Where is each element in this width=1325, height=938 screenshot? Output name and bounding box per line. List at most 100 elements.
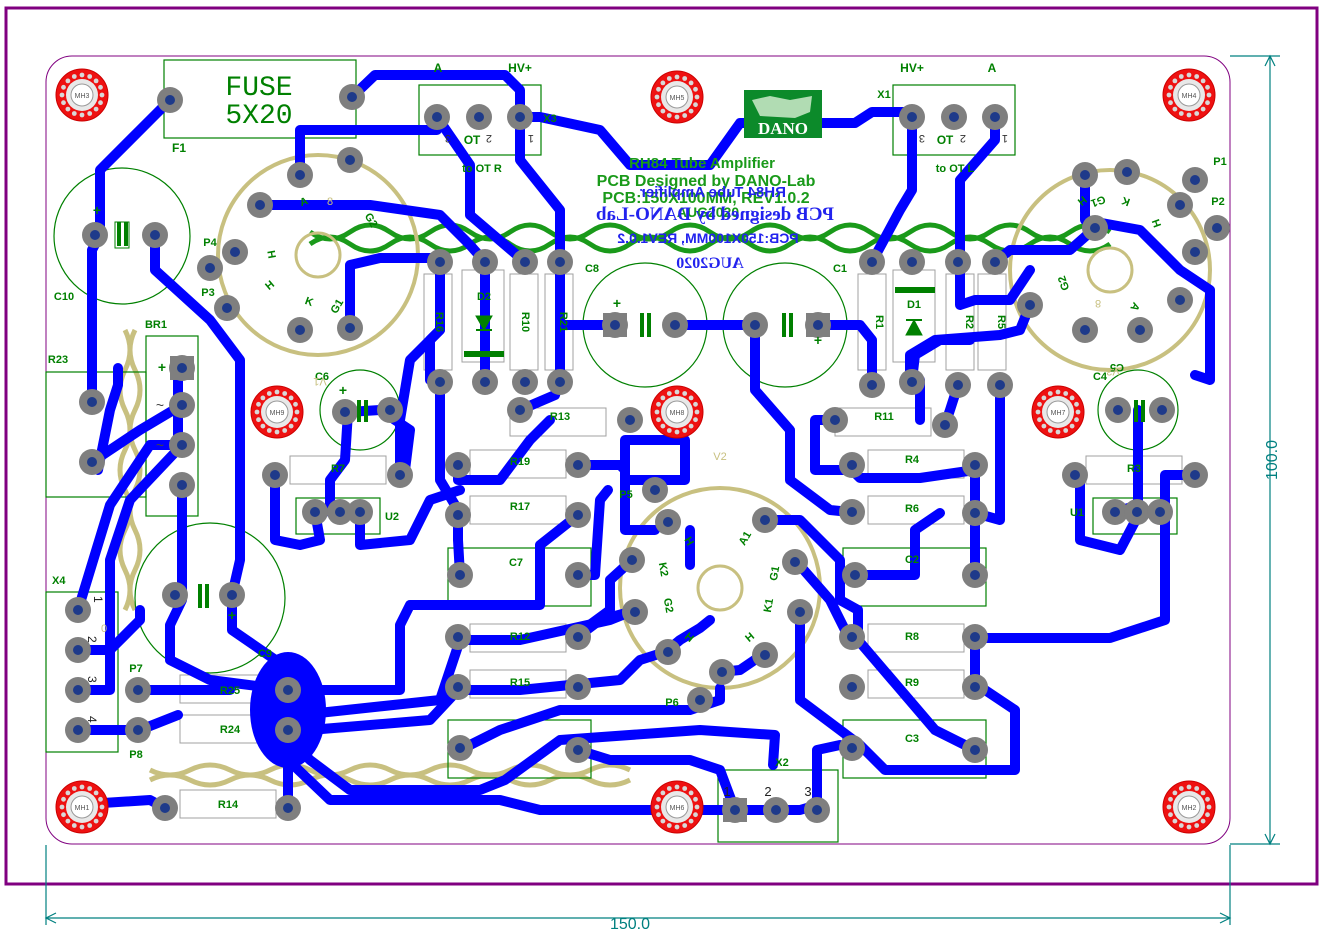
solder-pad [445,674,471,700]
solder-pad [466,104,492,130]
dimension-vertical [1230,54,1280,846]
mounting-hole-mh3: MH3 [55,68,109,122]
component-ref: P7 [129,663,142,675]
component-ref: D1 [907,299,921,311]
solder-pad [169,472,195,498]
solder-pad [565,674,591,700]
title-line1: RH84 Tube Amplifier [629,155,775,172]
solder-pad [962,562,988,588]
x1-mid: TO [937,133,953,147]
solder-pad [82,222,108,248]
component-ref: R17 [510,501,530,513]
solder-pad [962,500,988,526]
solder-pad [327,499,353,525]
solder-pad [899,104,925,130]
x3-pin1: 1 [528,132,534,144]
component-ref: R19 [510,456,530,468]
solder-pad [472,369,498,395]
component-ref: R4 [905,454,920,466]
solder-pad [839,499,865,525]
solder-pad [752,642,778,668]
solder-pad [962,452,988,478]
solder-pad [247,192,273,218]
solder-pad [565,737,591,763]
solder-pad [655,509,681,535]
component-ref: R16 [433,312,445,332]
solder-pad [387,462,413,488]
solder-pad [1182,167,1208,193]
solder-pad [547,249,573,275]
solder-pad [982,249,1008,275]
board-outer-frame [4,6,1319,886]
component-ref: C5 [1110,361,1124,373]
mounting-hole-mh8: MH8 [650,385,704,439]
component-ref: R7 [331,463,345,475]
component-ref: R1 [873,315,885,329]
solder-pad [65,717,91,743]
socket-mark: V1 [313,375,326,387]
component-ref: R6 [905,503,919,515]
mounting-hole-mh4: MH4 [1162,68,1216,122]
x3-ref: X3 [543,113,556,125]
solder-pad [987,372,1013,398]
component-ref: C2 [905,554,919,566]
title-line3: PCB:150X100MM, REV1.0.2 [602,190,809,207]
mounting-hole-label: MH6 [670,805,685,812]
solder-pad [941,104,967,130]
x3-note: to OT R [462,163,502,175]
tube-pin-label: A [298,195,310,209]
x4-pin1: 1 [91,596,105,603]
ac-tilde: ~ [156,397,164,413]
solder-pad [945,249,971,275]
solder-pad [427,249,453,275]
solder-pad [1114,159,1140,185]
mounting-hole-mh5: MH5 [650,70,704,124]
solder-pad [507,104,533,130]
solder-pad [275,795,301,821]
solder-pad [79,389,105,415]
solder-pad [472,249,498,275]
solder-pad [709,659,735,685]
solder-pad [804,797,830,823]
component-ref: R25 [220,685,240,697]
solder-pad [782,549,808,575]
mounting-hole-mh1: MH1 [55,780,109,834]
solder-pad [125,677,151,703]
solder-pad [899,249,925,275]
x4-pin4: 4 [85,716,99,723]
solder-pad [763,797,789,823]
solder-pad [1072,317,1098,343]
component-ref: R8 [905,631,919,643]
component-ref: C7 [509,557,523,569]
solder-pad [347,499,373,525]
solder-pad [337,147,363,173]
solder-pad [197,255,223,281]
solder-pad [842,562,868,588]
solder-pad [1204,215,1230,241]
component-ref: R5 [995,315,1007,329]
solder-pad [169,392,195,418]
tube-pin-label: G1 [329,297,347,316]
component-ref: P4 [203,237,217,249]
component-ref: R9 [905,677,919,689]
component-ref: U2 [385,511,399,523]
solder-pad [445,624,471,650]
x2-pin3: 3 [804,784,811,799]
component-ref: C9 [258,648,272,660]
solder-pad [427,369,453,395]
ac-tilde: ~ [156,437,164,453]
plus-sign: + [158,359,166,375]
solder-pad [1167,287,1193,313]
component-ref: R21 [557,312,569,332]
fuse-ref: F1 [172,141,186,155]
component-ref: C4 [1093,371,1108,383]
component-ref: P6 [665,697,678,709]
x2-pin2: 2 [764,784,771,799]
component-ref: C3 [905,733,919,745]
square-pad-drill [177,363,187,373]
plus-sign: + [93,202,101,218]
solder-pad [424,104,450,130]
tube-pin-label: G1 [1089,193,1107,209]
solder-pad [337,315,363,341]
